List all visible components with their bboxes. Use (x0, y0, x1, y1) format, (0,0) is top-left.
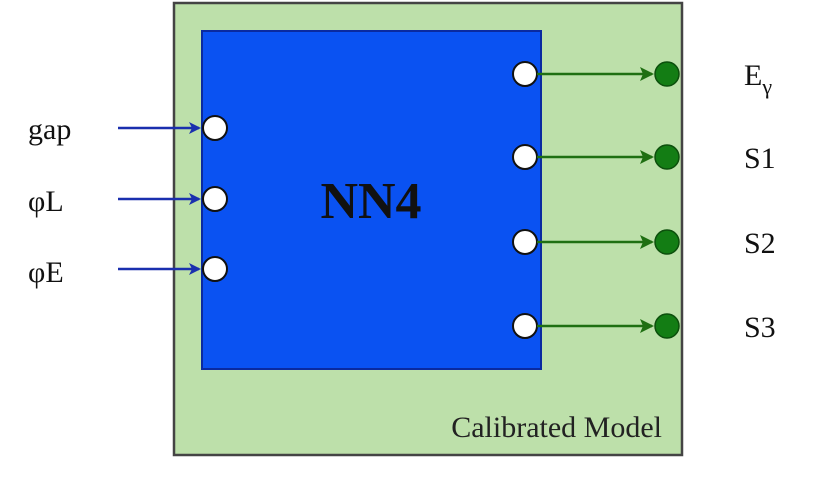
output-label-e-gamma-sub: γ (761, 74, 772, 99)
input-label-phi-l: φL (28, 185, 64, 218)
output-label-e-gamma-main: E (744, 59, 762, 92)
output-port-s3 (512, 313, 538, 339)
input-port-phi-l (202, 186, 228, 212)
output-dot-s3 (654, 313, 680, 339)
inputs-group: gap φL φE (28, 113, 228, 289)
output-label-e-gamma: Eγ (744, 59, 772, 99)
input-port-gap (202, 115, 228, 141)
output-port-s2 (512, 229, 538, 255)
output-label-s2: S2 (744, 227, 776, 260)
container-caption: Calibrated Model (451, 411, 662, 444)
output-port-e-gamma (512, 61, 538, 87)
input-label-phi-e: φE (28, 256, 64, 289)
input-port-phi-e (202, 256, 228, 282)
nn-title: NN4 (320, 173, 421, 230)
output-label-s3: S3 (744, 311, 776, 344)
nn-block (201, 30, 542, 370)
output-dot-e-gamma (654, 61, 680, 87)
output-dot-s1 (654, 144, 680, 170)
input-label-gap: gap (28, 113, 71, 146)
output-port-s1 (512, 144, 538, 170)
output-dot-s2 (654, 229, 680, 255)
output-label-s1: S1 (744, 142, 776, 175)
outputs-group: Eγ S1 S2 S3 (512, 59, 776, 344)
